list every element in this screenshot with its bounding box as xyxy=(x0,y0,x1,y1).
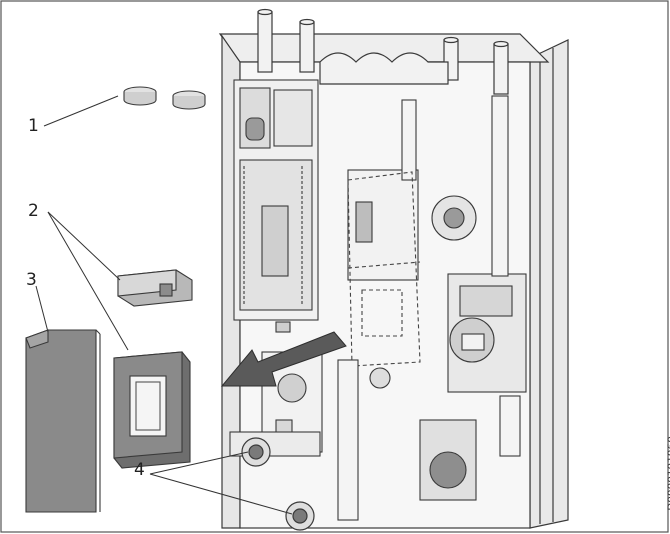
pipe-lower-right xyxy=(499,395,521,457)
cap-left-body xyxy=(123,92,157,106)
bracket-divider xyxy=(347,261,421,269)
pipe-2 xyxy=(299,21,315,73)
item-4-fittings xyxy=(241,437,315,531)
pipe-cap xyxy=(257,8,273,16)
pipe-cap xyxy=(443,36,459,44)
hydraulic-block xyxy=(347,95,527,501)
cap-right-body xyxy=(172,96,206,110)
vertical-pipe-right xyxy=(491,95,509,277)
lower-pipe xyxy=(337,359,359,521)
item-3-cover xyxy=(25,329,101,513)
leader-3 xyxy=(35,285,49,333)
cover-notch xyxy=(25,329,49,349)
board-relay xyxy=(245,117,265,141)
board-connector xyxy=(275,321,291,333)
leader-1 xyxy=(43,95,119,127)
leader-2a xyxy=(47,211,121,281)
vertical-pipe-mid xyxy=(401,99,417,181)
lower-fitting xyxy=(277,373,307,403)
pipe-4 xyxy=(493,43,509,95)
cover-edge xyxy=(95,329,101,335)
lower-valve-knob xyxy=(429,451,467,489)
bracket-window xyxy=(361,289,403,337)
fitting-lower-core xyxy=(292,508,308,524)
callout-2: 2 xyxy=(28,201,39,221)
pump-label xyxy=(461,333,485,351)
callout-1: 1 xyxy=(28,116,39,136)
item-2-parts xyxy=(113,269,193,469)
item-1-caps xyxy=(123,86,206,110)
pcb-chip xyxy=(261,205,289,277)
removal-arrow xyxy=(220,331,347,387)
top-cover xyxy=(319,52,449,85)
callout-4: 4 xyxy=(134,460,145,480)
pipe-clamp xyxy=(369,367,391,389)
fitting-upper-core xyxy=(248,444,264,460)
leader-2b xyxy=(47,211,129,351)
clip-detail xyxy=(159,283,173,297)
housing-side-wall xyxy=(529,39,569,529)
frame-window-inner xyxy=(135,381,161,431)
heater-element xyxy=(355,201,373,243)
cover-plate xyxy=(25,329,97,513)
leader-lines xyxy=(35,95,293,515)
board-module xyxy=(273,89,313,147)
control-board xyxy=(233,79,319,333)
top-pipes xyxy=(257,8,509,95)
pipe-cap xyxy=(493,40,509,48)
pipe-1 xyxy=(257,11,273,73)
removed-bracket-outline xyxy=(347,171,421,367)
pump-top xyxy=(459,285,513,317)
leader-4a xyxy=(149,451,249,475)
bracket-outline xyxy=(347,171,421,367)
valve-core xyxy=(443,207,465,229)
callout-3: 3 xyxy=(26,270,37,290)
leader-4b xyxy=(149,473,293,515)
frame-window xyxy=(129,375,167,437)
pipe-cap xyxy=(299,18,315,26)
